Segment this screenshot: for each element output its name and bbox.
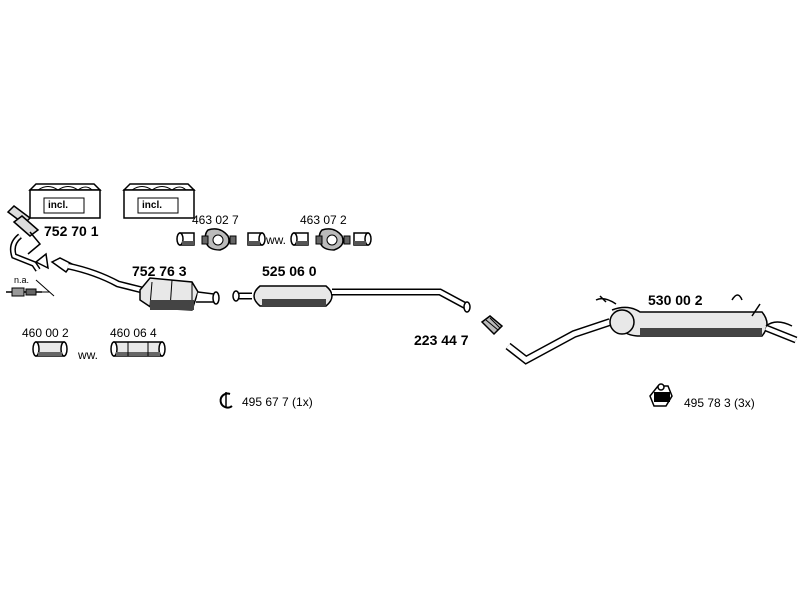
- clamp-kit-463027: [176, 228, 266, 251]
- kit-box-1-label: incl.: [48, 200, 69, 211]
- part-number-223447: 223 44 7: [414, 332, 469, 348]
- connector-223447: [480, 315, 504, 336]
- clamp-kit-463072: [290, 228, 372, 251]
- pipe-460002: [32, 341, 68, 357]
- connector-ww-2: ww.: [78, 348, 99, 362]
- lambda-sensor: [6, 279, 55, 297]
- pipe-460064: [110, 341, 166, 357]
- mount-part-label: 495 78 3 (3x): [684, 396, 755, 410]
- part-number-752763: 752 76 3: [132, 263, 187, 279]
- connector-na: n.a.: [14, 275, 30, 285]
- middle-silencer-525060: [232, 285, 471, 313]
- connector-ww-1: ww.: [266, 233, 287, 247]
- part-number-530002: 530 00 2: [648, 292, 703, 308]
- part-number-460002: 460 00 2: [22, 326, 69, 340]
- kit-box-2: [122, 183, 196, 219]
- kit-box-1: [28, 183, 102, 219]
- clamp-part-label: 495 67 7 (1x): [242, 395, 313, 409]
- clamp-icon: [219, 392, 233, 409]
- kit-box-2-label: incl.: [142, 200, 163, 211]
- part-number-752701: 752 70 1: [44, 223, 99, 239]
- part-number-463027: 463 02 7: [192, 213, 239, 227]
- part-number-463072: 463 07 2: [300, 213, 347, 227]
- front-pipe-752701: [6, 205, 49, 272]
- rear-silencer-530002: [505, 294, 798, 365]
- part-number-525060: 525 06 0: [262, 263, 317, 279]
- rubber-mount-icon: [649, 383, 673, 407]
- part-number-460064: 460 06 4: [110, 326, 157, 340]
- catalytic-converter-752763: [50, 257, 220, 311]
